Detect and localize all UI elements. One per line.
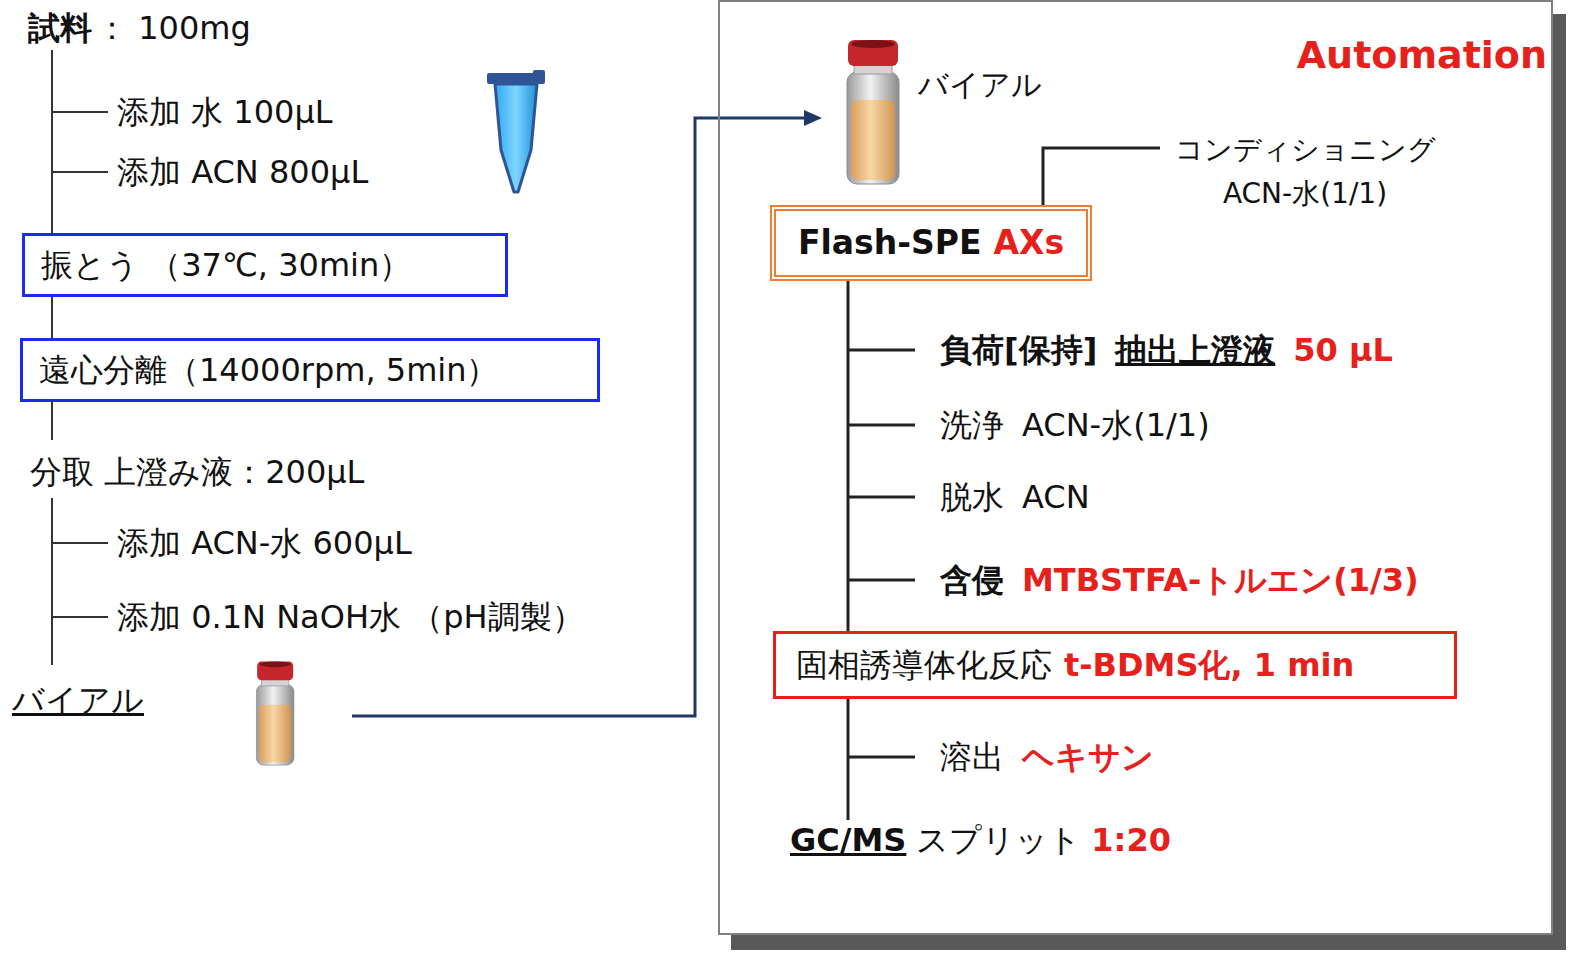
panel-ground	[718, 0, 1553, 935]
panel-text: 洗浄	[940, 406, 1004, 444]
panel-text: コンディショニング ACN-水(1/1)	[1175, 128, 1436, 216]
step-label: 添加 水 100μL	[117, 93, 333, 131]
panel-text: GC/MS	[790, 821, 906, 859]
box-text: AXs	[993, 223, 1064, 263]
panel-text: 負荷[保持]	[940, 331, 1097, 369]
step-label: 分取 上澄み液：200μL	[30, 453, 364, 491]
panel-text: 50 μL	[1293, 331, 1393, 369]
box-text: Flash-SPE	[798, 223, 981, 263]
step-label: 添加 ACN-水 600μL	[117, 524, 412, 562]
panel-text: バイアル	[918, 66, 1042, 104]
step-label: バイアル	[12, 681, 144, 719]
process-box: 遠心分離（14000rpm, 5min）	[20, 338, 600, 402]
box-text: 振とう （37℃, 30min）	[41, 246, 411, 284]
panel-text: ACN	[1022, 478, 1090, 516]
panel-text: 脱水	[940, 478, 1004, 516]
box-text: 固相誘導体化反応	[796, 646, 1052, 684]
panel-text: Automation	[1297, 32, 1547, 78]
process-box: 振とう （37℃, 30min）	[22, 233, 508, 297]
panel-text: 溶出	[940, 738, 1004, 776]
panel-text: 1:20	[1091, 821, 1171, 859]
flow-connector	[51, 297, 53, 338]
panel-text: ACN-水(1/1)	[1022, 406, 1210, 444]
step-label: 試料	[28, 9, 92, 47]
step-label: ： 100mg	[96, 9, 251, 47]
vial-icon	[256, 661, 293, 765]
flow-connector	[847, 281, 850, 631]
panel-text: MTBSTFA-トルエン(1/3)	[1022, 561, 1419, 599]
tube-icon	[487, 70, 545, 192]
automation-panel: Automation バイアルコンディショニング ACN-水(1/1) 負荷[保持]…	[718, 0, 1553, 935]
spe-box: Flash-SPE AXs	[770, 205, 1092, 281]
panel-text: ヘキサン	[1022, 738, 1154, 776]
step-label: 添加 0.1N NaOH水 （pH調製）	[117, 598, 584, 636]
box-text: t-BDMS化, 1 min	[1064, 646, 1354, 684]
reaction-box: 固相誘導体化反応 t-BDMS化, 1 min	[773, 631, 1457, 699]
panel-text: 抽出上澄液	[1115, 331, 1275, 369]
panel-text: 含侵	[940, 561, 1004, 599]
vial-icon	[847, 40, 899, 184]
panel-text: スプリット	[916, 821, 1081, 859]
step-label: 添加 ACN 800μL	[117, 153, 368, 191]
box-text: 遠心分離（14000rpm, 5min）	[39, 351, 498, 389]
